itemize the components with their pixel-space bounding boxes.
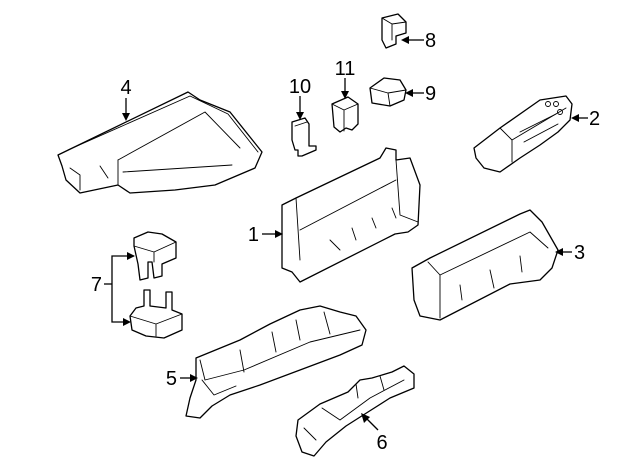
callout-7: 7 — [91, 274, 102, 296]
arrowhead-7-upper — [127, 252, 135, 260]
part-11-relay — [331, 96, 359, 133]
arrowhead-2 — [571, 114, 579, 122]
arrowhead-11 — [341, 91, 349, 99]
arrowhead-7-lower — [123, 318, 131, 326]
part-2-relay-block — [473, 95, 573, 173]
callout-2: 2 — [589, 108, 600, 130]
callout-labels: 4 10 11 8 9 2 1 3 7 5 6 — [91, 30, 600, 454]
arrowhead-4 — [122, 113, 130, 121]
arrowhead-8 — [401, 36, 409, 44]
part-6-cable-guide — [295, 365, 415, 457]
callout-11: 11 — [335, 58, 356, 80]
arrowhead-1 — [275, 230, 283, 238]
part-1-fuse-box-housing — [281, 147, 421, 283]
arrowhead-9 — [405, 89, 413, 97]
part-5-lower-bracket — [185, 305, 367, 419]
callout-4: 4 — [120, 77, 131, 99]
part-8-mini-relay — [381, 13, 407, 49]
leader-7 — [111, 255, 134, 323]
arrowhead-5 — [190, 374, 198, 382]
callout-1: 1 — [248, 224, 259, 246]
part-3-lower-tray — [411, 209, 559, 321]
callout-8: 8 — [425, 30, 436, 52]
leader-lines — [104, 36, 588, 431]
arrowhead-10 — [296, 112, 304, 120]
part-7-connector-brackets — [129, 231, 183, 339]
callout-5: 5 — [166, 368, 177, 390]
callout-9: 9 — [425, 83, 436, 105]
callout-3: 3 — [574, 242, 585, 264]
arrowhead-3 — [555, 248, 563, 256]
leader-6 — [365, 417, 379, 431]
callout-10: 10 — [289, 76, 311, 98]
part-9-relay — [369, 77, 407, 107]
callout-6: 6 — [376, 432, 387, 454]
part-10-small-fuse — [291, 117, 317, 157]
part-4-fuse-box-cover — [57, 91, 263, 194]
arrowhead-6 — [361, 413, 370, 423]
